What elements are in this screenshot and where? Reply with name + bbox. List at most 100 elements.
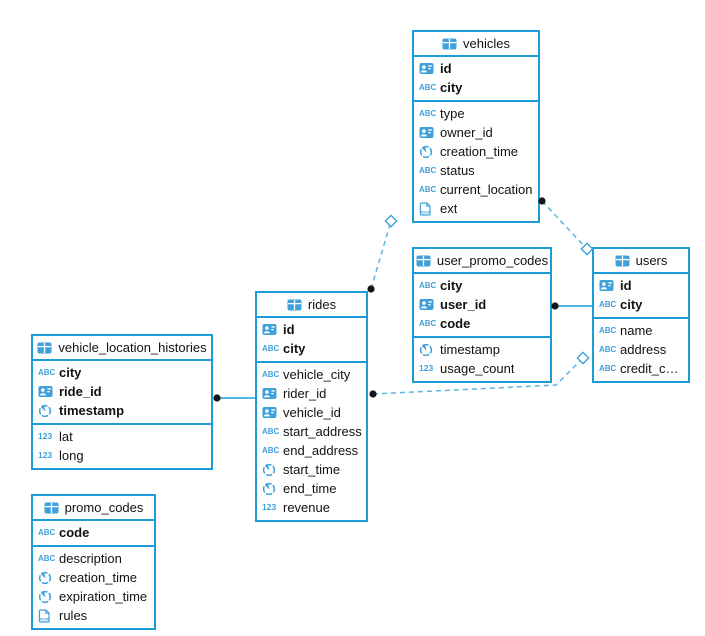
field-name: current_location (440, 182, 533, 197)
string-type-icon: ABC (419, 165, 437, 175)
field-name: timestamp (59, 403, 125, 418)
table-header[interactable]: promo_codes (33, 496, 154, 521)
field-row-creation_time: creation_time (414, 142, 538, 161)
string-type-icon: ABC (262, 445, 280, 455)
number-type-icon: 123 (38, 450, 53, 461)
table-header[interactable]: rides (257, 293, 366, 318)
field-name: owner_id (440, 125, 493, 140)
timestamp-type-icon (419, 145, 440, 159)
field-name: id (620, 278, 632, 293)
string-type-icon: ABC (262, 426, 280, 436)
number-type-icon: 123 (262, 502, 277, 513)
table-icon (416, 255, 431, 267)
table-icon (37, 342, 52, 354)
field-row-owner_id: owner_id (414, 123, 538, 142)
field-name: creation_time (440, 144, 519, 159)
field-name: credit_card (620, 361, 684, 376)
table-title: vehicles (463, 36, 510, 51)
field-name: id (440, 61, 452, 76)
relationship-line-rides-vehicles (370, 220, 392, 290)
relationship-handle-icon[interactable] (576, 351, 590, 365)
string-type-icon: ABC (419, 184, 437, 194)
table-icon (615, 255, 630, 267)
relationship-endpoint-dot (369, 390, 377, 398)
field-name: ext (440, 201, 458, 216)
field-name: ride_id (59, 384, 102, 399)
relationship-line-vehicles-users (541, 200, 588, 250)
field-row-end_time: end_time (257, 479, 366, 498)
field-name: rider_id (283, 386, 327, 401)
field-name: status (440, 163, 475, 178)
table-header[interactable]: user_promo_codes (414, 249, 550, 274)
relationship-handle-icon[interactable] (384, 214, 398, 228)
field-row-id: id (257, 320, 366, 339)
field-name: address (620, 342, 667, 357)
json-type-icon: JSON (38, 608, 59, 623)
table-title: rides (307, 297, 337, 312)
field-name: code (59, 525, 90, 540)
table-title: user_promo_codes (436, 253, 549, 268)
field-row-creation_time: creation_time (33, 568, 154, 587)
timestamp-type-icon (262, 463, 283, 477)
table-header[interactable]: users (594, 249, 688, 274)
table-header[interactable]: vehicle_location_histories (33, 336, 211, 361)
field-name: description (59, 551, 122, 566)
field-row-ride_id: ride_id (33, 382, 211, 401)
json-type-icon: JSON (419, 201, 440, 216)
number-type-icon: 123 (419, 363, 434, 374)
field-name: start_address (283, 424, 362, 439)
table-header[interactable]: vehicles (414, 32, 538, 57)
field-name: end_time (283, 481, 337, 496)
field-name: lat (59, 429, 73, 444)
string-type-icon: ABC (599, 344, 617, 354)
field-name: city (440, 80, 463, 95)
field-row-timestamp: timestamp (414, 340, 550, 359)
relationship-handle-icon[interactable] (580, 242, 594, 256)
field-row-user_id: user_id (414, 295, 550, 314)
field-row-ext: JSON ext (414, 199, 538, 218)
field-row-lat: 123 lat (33, 427, 211, 446)
svg-text:JSON: JSON (420, 209, 431, 214)
timestamp-type-icon (419, 343, 440, 357)
uuid-type-icon (419, 298, 440, 311)
uuid-type-icon (38, 385, 59, 398)
field-row-timestamp: timestamp (33, 401, 211, 420)
field-row-vehicle_id: vehicle_id (257, 403, 366, 422)
field-row-id: id (414, 59, 538, 78)
timestamp-type-icon (38, 571, 59, 585)
number-type-icon: 123 (38, 431, 53, 442)
table-title: promo_codes (64, 500, 144, 515)
uuid-type-icon (262, 387, 283, 400)
string-type-icon: ABC (599, 299, 617, 309)
uuid-type-icon (599, 279, 620, 292)
table-icon (442, 38, 457, 50)
uuid-type-icon (262, 323, 283, 336)
field-name: id (283, 322, 295, 337)
string-type-icon: ABC (419, 108, 437, 118)
